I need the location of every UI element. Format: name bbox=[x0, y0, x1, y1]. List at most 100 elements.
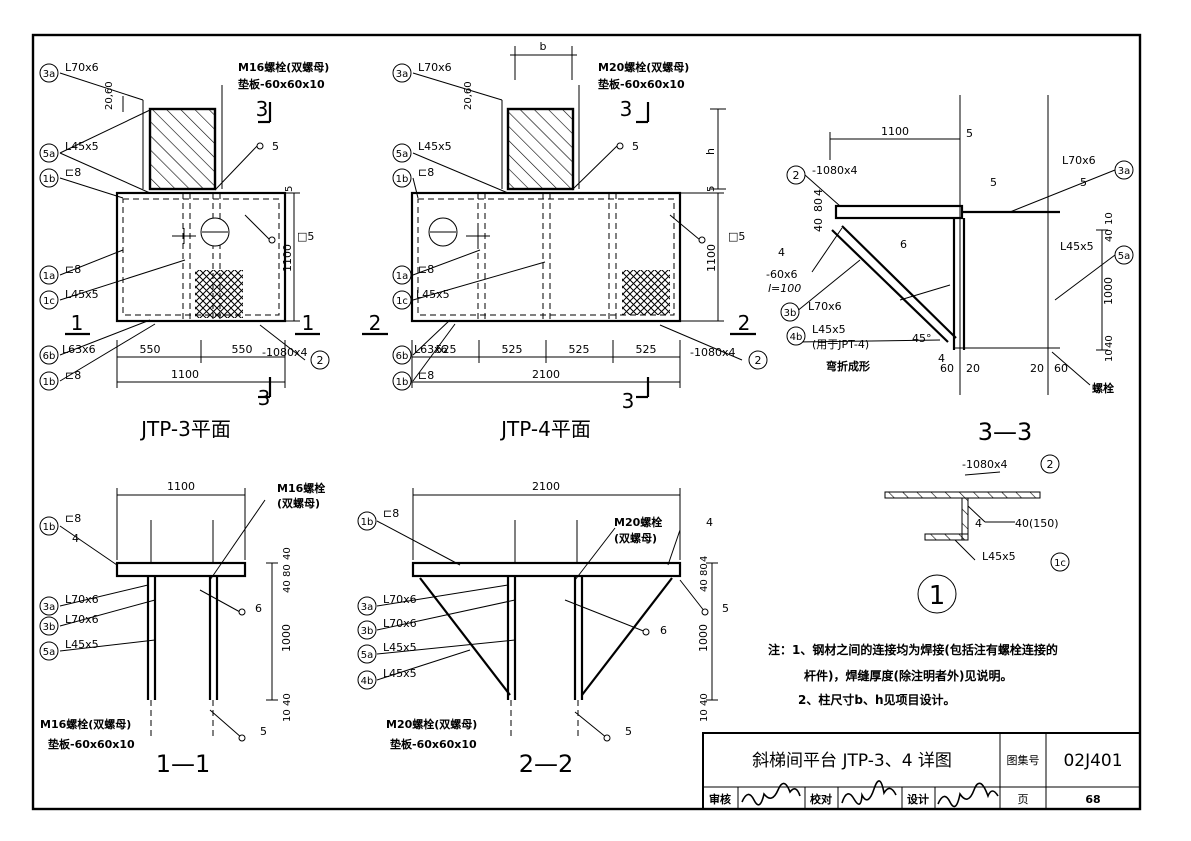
jtp3-dim-1100v: 1100 bbox=[281, 244, 294, 272]
s11-label-m16: M16螺栓 bbox=[277, 481, 325, 495]
s11-callout-3a bbox=[39, 596, 59, 616]
jtp4-dim-h: h bbox=[704, 148, 717, 155]
s22-dim-4: 4 bbox=[699, 556, 710, 562]
s33-weld-40: 40 bbox=[1104, 229, 1115, 242]
jtp4-label-c8c: ⊏8 bbox=[418, 369, 434, 382]
jtp3-callout-1b bbox=[39, 168, 59, 188]
signature-design bbox=[937, 782, 999, 808]
s11-label-dn: (双螺母) bbox=[277, 496, 320, 510]
s11-callout-5a-label: 5a bbox=[43, 647, 56, 658]
s11-weld-4: 4 bbox=[72, 532, 79, 545]
s11-callout-1b bbox=[39, 516, 59, 536]
titleblock-page-no: 68 bbox=[1085, 793, 1100, 806]
d1-callout-2-label: 2 bbox=[1047, 458, 1054, 471]
jtp4-callout-1b2-label: 1b bbox=[396, 377, 409, 388]
jtp4-section-mark-3-top: 3 bbox=[620, 97, 633, 121]
jtp4-callout-1b-label: 1b bbox=[396, 174, 409, 185]
s33-callout-4b-label: 4b bbox=[790, 332, 803, 343]
s11-dim-40c: 40 bbox=[282, 693, 293, 706]
s33-label-angle: 45° bbox=[912, 332, 932, 345]
s22-weld-4: 4 bbox=[706, 516, 713, 529]
jtp4-weld-5: 5 bbox=[632, 140, 639, 153]
s11-label-pad: 垫板-60x60x10 bbox=[48, 737, 135, 751]
s33-callout-3b bbox=[780, 302, 800, 322]
s33-label-l45a: L45x5 bbox=[1060, 240, 1094, 253]
s11-callout-3b-label: 3b bbox=[43, 622, 56, 633]
jtp3-weld-node-2 bbox=[256, 142, 264, 150]
s22-label-l45a: L45x5 bbox=[383, 641, 417, 654]
jtp3-dim-550a: 550 bbox=[140, 343, 161, 356]
s33-callout-5a-label: 5a bbox=[1118, 251, 1131, 262]
s33-label-bend: 弯折成形 bbox=[826, 359, 870, 373]
note-2: 2、柱尺寸b、h见项目设计。 bbox=[798, 692, 955, 707]
s33-callout-3b-label: 3b bbox=[784, 308, 797, 319]
signature-review bbox=[741, 782, 801, 806]
d1-callout-1c-label: 1c bbox=[1054, 558, 1066, 569]
s11-dim-40: 40 bbox=[282, 547, 293, 560]
s33-dim-80: 80 bbox=[812, 198, 825, 212]
jtp4-label-pad: 垫板-60x60x10 bbox=[598, 77, 685, 91]
jtp4-callout-1c bbox=[392, 290, 412, 310]
titleblock-check-label: 校对 bbox=[810, 792, 832, 806]
jtp4-dim-1100v: 1100 bbox=[705, 244, 718, 272]
s11-label-m16b: M16螺栓(双螺母) bbox=[40, 717, 131, 731]
s22-label-m20b: M20螺栓(双螺母) bbox=[386, 717, 477, 731]
jtp3-view-title: JTP-3平面 bbox=[139, 417, 231, 441]
s33-dim-1000: 1000 bbox=[1102, 277, 1115, 305]
s11-label-l45: L45x5 bbox=[65, 638, 99, 651]
jtp4-weld-box5: □5 bbox=[728, 230, 745, 243]
jtp3-weld-node bbox=[268, 236, 276, 244]
s22-label-c8: ⊏8 bbox=[383, 507, 399, 520]
titleblock-page-label: 页 bbox=[1018, 793, 1029, 806]
s22-callout-1b-label: 1b bbox=[361, 517, 374, 528]
s11-callout-3b bbox=[39, 616, 59, 636]
jtp3-weld-5: 5 bbox=[272, 140, 279, 153]
s22-label-l45b: L45x5 bbox=[383, 667, 417, 680]
jtp3-section-mark-1-right: 1 bbox=[302, 311, 315, 335]
s33-callout-5a bbox=[1114, 245, 1134, 265]
jtp3-dim-2060: 20,60 bbox=[104, 81, 115, 110]
s11-callout-1b-label: 1b bbox=[43, 522, 56, 533]
s22-label-l70a: L70x6 bbox=[383, 593, 417, 606]
s22-callout-4b bbox=[357, 670, 377, 690]
detail-1: 2 1c -1080x4 4 40(150) L45x5 1 bbox=[884, 454, 1070, 614]
jtp3-section-mark-3-top: 3 bbox=[256, 97, 269, 121]
jtp4-section-mark-2-right: 2 bbox=[738, 311, 751, 335]
s11-weld-5: 5 bbox=[260, 725, 267, 738]
s33-callout-2-label: 2 bbox=[793, 169, 800, 182]
s33-callout-3a bbox=[1114, 160, 1134, 180]
jtp4-plan: 3a 5a 1b 1a 1c 6b 1b 2 b h L70x6 M20螺栓(双… bbox=[362, 40, 768, 441]
jtp4-label-l45: L45x5 bbox=[418, 140, 452, 153]
s11-dim-1100: 1100 bbox=[167, 480, 195, 493]
jtp4-dim-2100: 2100 bbox=[532, 368, 560, 381]
s22-callout-3b bbox=[357, 620, 377, 640]
s11-callout-5a bbox=[39, 641, 59, 661]
notes: 注：1、钢材之间的连接均为焊接(包括注有螺栓连接的 杆件)，焊缝厚度(除注明者外… bbox=[768, 642, 1058, 707]
jtp4-dim-525c: 525 bbox=[569, 343, 590, 356]
s22-dim-2100: 2100 bbox=[532, 480, 560, 493]
jtp3-label-l45: L45x5 bbox=[65, 140, 99, 153]
s33-dim-10: 10 bbox=[1104, 349, 1115, 362]
jtp4-dim-525b: 525 bbox=[502, 343, 523, 356]
s11-label-c8: ⊏8 bbox=[65, 512, 81, 525]
titleblock-review-label: 审核 bbox=[709, 792, 731, 806]
s22-dim-10: 10 bbox=[699, 709, 710, 722]
s11-weld-6: 6 bbox=[255, 602, 262, 615]
s22-dim-80: 80 bbox=[699, 563, 710, 576]
note-1a: 注：1、钢材之间的连接均为焊接(包括注有螺栓连接的 bbox=[768, 642, 1058, 657]
s33-weld-4a: 4 bbox=[778, 246, 785, 259]
s33-label-bolt: 螺栓 bbox=[1092, 381, 1114, 395]
s22-callout-5a bbox=[357, 644, 377, 664]
d1-callout-1c bbox=[1050, 552, 1070, 572]
jtp3-callout-3a-label: 3a bbox=[43, 69, 56, 80]
jtp3-callout-6b bbox=[39, 345, 59, 365]
s33-callout-2 bbox=[786, 165, 806, 185]
jtp4-label-l45b: L45x5 bbox=[416, 288, 450, 301]
s22-callout-3a bbox=[357, 596, 377, 616]
section-2-2: 1b 3a 3b 5a 4b 2100 ⊏8 M20螺栓 (双螺母) 4 L70… bbox=[357, 480, 729, 778]
jtp3-callout-1b2 bbox=[39, 371, 59, 391]
s11-callout-3a-label: 3a bbox=[43, 602, 56, 613]
jtp3-crosshatch-area bbox=[195, 270, 243, 318]
s22-dim-40b: 40 bbox=[699, 693, 710, 706]
jtp3-callout-1b-label: 1b bbox=[43, 174, 56, 185]
